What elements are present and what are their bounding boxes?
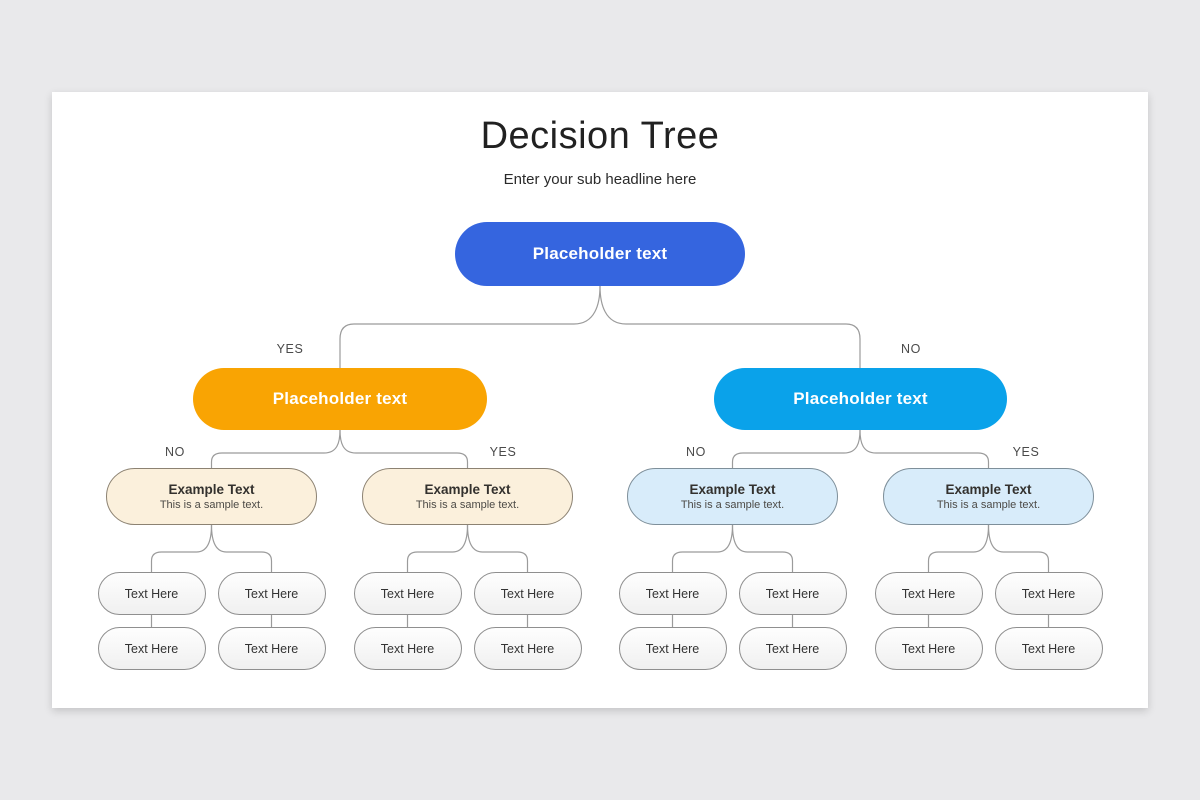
leaf-node: Text Here <box>97 627 206 670</box>
example-node: Example Text This is a sample text. <box>106 468 317 525</box>
branch-label-no: NO <box>165 445 185 459</box>
example-node-title: Example Text <box>168 481 255 497</box>
root-node-label: Placeholder text <box>532 244 668 263</box>
leaf-node: Text Here <box>874 572 983 615</box>
leaf-node-label: Text Here <box>765 641 820 656</box>
branch-label-no: NO <box>901 342 921 356</box>
leaf-node-label: Text Here <box>1021 586 1076 601</box>
example-node-subtitle: This is a sample text. <box>936 498 1041 511</box>
example-node-title: Example Text <box>689 481 776 497</box>
example-node: Example Text This is a sample text. <box>362 468 573 525</box>
example-node-title: Example Text <box>945 481 1032 497</box>
leaf-node: Text Here <box>738 627 847 670</box>
example-node: Example Text This is a sample text. <box>627 468 838 525</box>
page-subtitle: Enter your sub headline here <box>503 171 697 188</box>
decision-node-right: Placeholder text <box>714 368 1007 430</box>
branch-label-yes: YES <box>489 445 517 459</box>
leaf-node: Text Here <box>97 572 206 615</box>
leaf-node: Text Here <box>994 572 1103 615</box>
leaf-node: Text Here <box>473 572 582 615</box>
leaf-node: Text Here <box>738 572 847 615</box>
branch-label-yes: YES <box>276 342 304 356</box>
leaf-node-label: Text Here <box>901 641 956 656</box>
leaf-node-label: Text Here <box>500 641 555 656</box>
connector-lines <box>150 285 1050 628</box>
leaf-node-label: Text Here <box>645 586 700 601</box>
leaf-node-label: Text Here <box>765 586 820 601</box>
decision-node-right-label: Placeholder text <box>793 389 928 408</box>
leaf-node: Text Here <box>353 572 462 615</box>
leaf-node-label: Text Here <box>380 641 435 656</box>
leaf-node-label: Text Here <box>124 586 179 601</box>
leaf-node: Text Here <box>217 572 326 615</box>
leaf-node: Text Here <box>618 572 727 615</box>
example-node-title: Example Text <box>424 481 511 497</box>
leaf-node: Text Here <box>994 627 1103 670</box>
example-node-subtitle: This is a sample text. <box>159 498 264 511</box>
leaf-node-label: Text Here <box>1021 641 1076 656</box>
leaf-node-label: Text Here <box>244 586 299 601</box>
leaf-node-label: Text Here <box>645 641 700 656</box>
slide: Decision Tree Enter your sub headline he… <box>52 92 1148 708</box>
leaf-node-label: Text Here <box>901 586 956 601</box>
leaf-node: Text Here <box>473 627 582 670</box>
leaf-node-label: Text Here <box>380 586 435 601</box>
leaf-node: Text Here <box>217 627 326 670</box>
example-node: Example Text This is a sample text. <box>883 468 1094 525</box>
leaf-node: Text Here <box>618 627 727 670</box>
leaf-node-label: Text Here <box>124 641 179 656</box>
example-node-subtitle: This is a sample text. <box>415 498 520 511</box>
branch-label-no: NO <box>686 445 706 459</box>
leaf-node: Text Here <box>353 627 462 670</box>
leaf-node-label: Text Here <box>244 641 299 656</box>
leaf-node: Text Here <box>874 627 983 670</box>
decision-node-left-label: Placeholder text <box>272 389 408 408</box>
page-title: Decision Tree <box>480 115 720 157</box>
example-node-subtitle: This is a sample text. <box>680 498 785 511</box>
branch-label-yes: YES <box>1012 445 1040 459</box>
root-node: Placeholder text <box>455 222 745 286</box>
decision-node-left: Placeholder text <box>193 368 487 430</box>
leaf-node-label: Text Here <box>500 586 555 601</box>
